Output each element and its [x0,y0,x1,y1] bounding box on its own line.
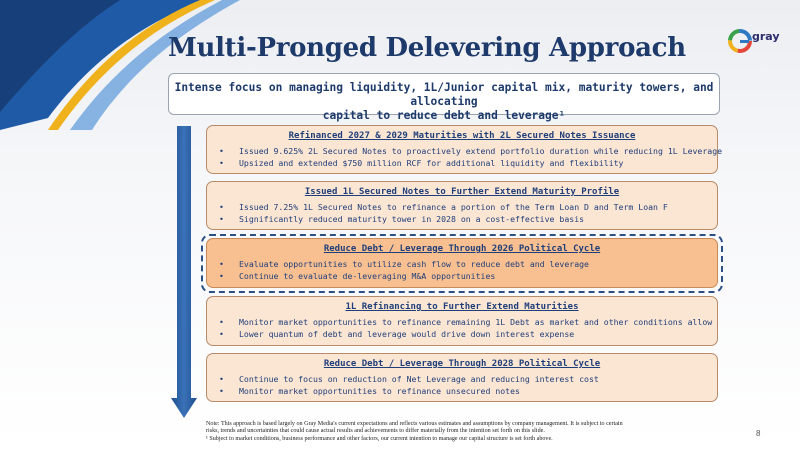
bullet-dot: • [219,271,224,281]
bullet-text: Upsized and extended $750 million RCF fo… [239,158,624,168]
logo-wordmark: gray [752,30,780,43]
bullet-dot: • [219,214,224,224]
bullet-text: Evaluate opportunities to utilize cash f… [239,259,589,269]
subtitle-line-2: capital to reduce debt and leverage¹ [322,109,566,122]
card-title: Reduce Debt / Leverage Through 2026 Poli… [323,244,601,254]
card-reduce-debt-2026: Reduce Debt / Leverage Through 2026 Poli… [206,238,718,288]
card-issued-1l-notes: Issued 1L Secured Notes to Further Exten… [206,181,718,230]
card-title: 1L Refinancing to Further Extend Maturit… [345,302,579,312]
list-item: • Evaluate opportunities to utilize cash … [217,258,707,270]
bullet-dot: • [219,146,224,156]
bullet-text: Issued 7.25% 1L Secured Notes to refinan… [239,202,668,212]
bullet-text: Issued 9.625% 2L Secured Notes to proact… [239,146,723,156]
bullet-text: Significantly reduced maturity tower in … [239,214,585,224]
bullet-text: Monitor market opportunities to refinanc… [239,386,520,396]
down-arrow-icon [171,126,197,418]
list-item: • Upsized and extended $750 million RCF f… [217,157,707,169]
list-item: • Monitor market opportunities to refinan… [217,316,712,328]
bullet-dot: • [219,317,224,327]
bullet-text: Continue to focus on reduction of Net Le… [239,374,599,384]
bullet-dot: • [219,202,224,212]
card-title: Reduce Debt / Leverage Through 2028 Poli… [323,359,601,369]
list-item: • Significantly reduced maturity tower in… [217,213,707,225]
bullet-dot: • [219,386,224,396]
subtitle-box: Intense focus on managing liquidity, 1L/… [168,73,720,122]
subtitle-line-1: Intense focus on managing liquidity, 1L/… [174,81,714,108]
list-item: • Issued 7.25% 1L Secured Notes to refina… [217,201,707,213]
highlight-dashed-outline [201,234,723,293]
list-item: • Continue to evaluate de-leveraging M&A … [217,270,707,282]
bullet-dot: • [219,158,224,168]
card-reduce-debt-2028: Reduce Debt / Leverage Through 2028 Poli… [206,353,718,402]
card-1l-refinancing: 1L Refinancing to Further Extend Maturit… [206,296,718,346]
list-item: • Lower quantum of debt and leverage woul… [217,328,707,340]
footnote-line-3: ¹ Subject to market conditions, business… [206,435,553,442]
page-number: 8 [756,429,761,438]
footnote: Note: This approach is based largely on … [206,421,726,443]
bullet-text: Lower quantum of debt and leverage would… [239,329,575,339]
slide-title: Multi-Pronged Delevering Approach [168,33,686,63]
card-title: Issued 1L Secured Notes to Further Exten… [304,187,620,197]
card-refinanced-2027-2029: Refinanced 2027 & 2029 Maturities with 2… [206,125,722,174]
bullet-dot: • [219,329,224,339]
bullet-text: Continue to evaluate de-leveraging M&A o… [239,271,496,281]
bullet-text: Monitor market opportunities to refinanc… [239,317,713,327]
bullet-dot: • [219,259,224,269]
footnote-line-2: risks, trends and uncertainties that cou… [206,428,545,435]
decorative-swoosh [0,0,240,130]
footnote-line-1: Note: This approach is based largely on … [206,421,623,427]
list-item: • Monitor market opportunities to refinan… [217,385,707,397]
bullet-dot: • [219,374,224,384]
card-title: Refinanced 2027 & 2029 Maturities with 2… [288,131,636,141]
list-item: • Continue to focus on reduction of Net L… [217,373,707,385]
gray-logo-icon [728,29,752,53]
list-item: • Issued 9.625% 2L Secured Notes to proac… [217,145,722,157]
